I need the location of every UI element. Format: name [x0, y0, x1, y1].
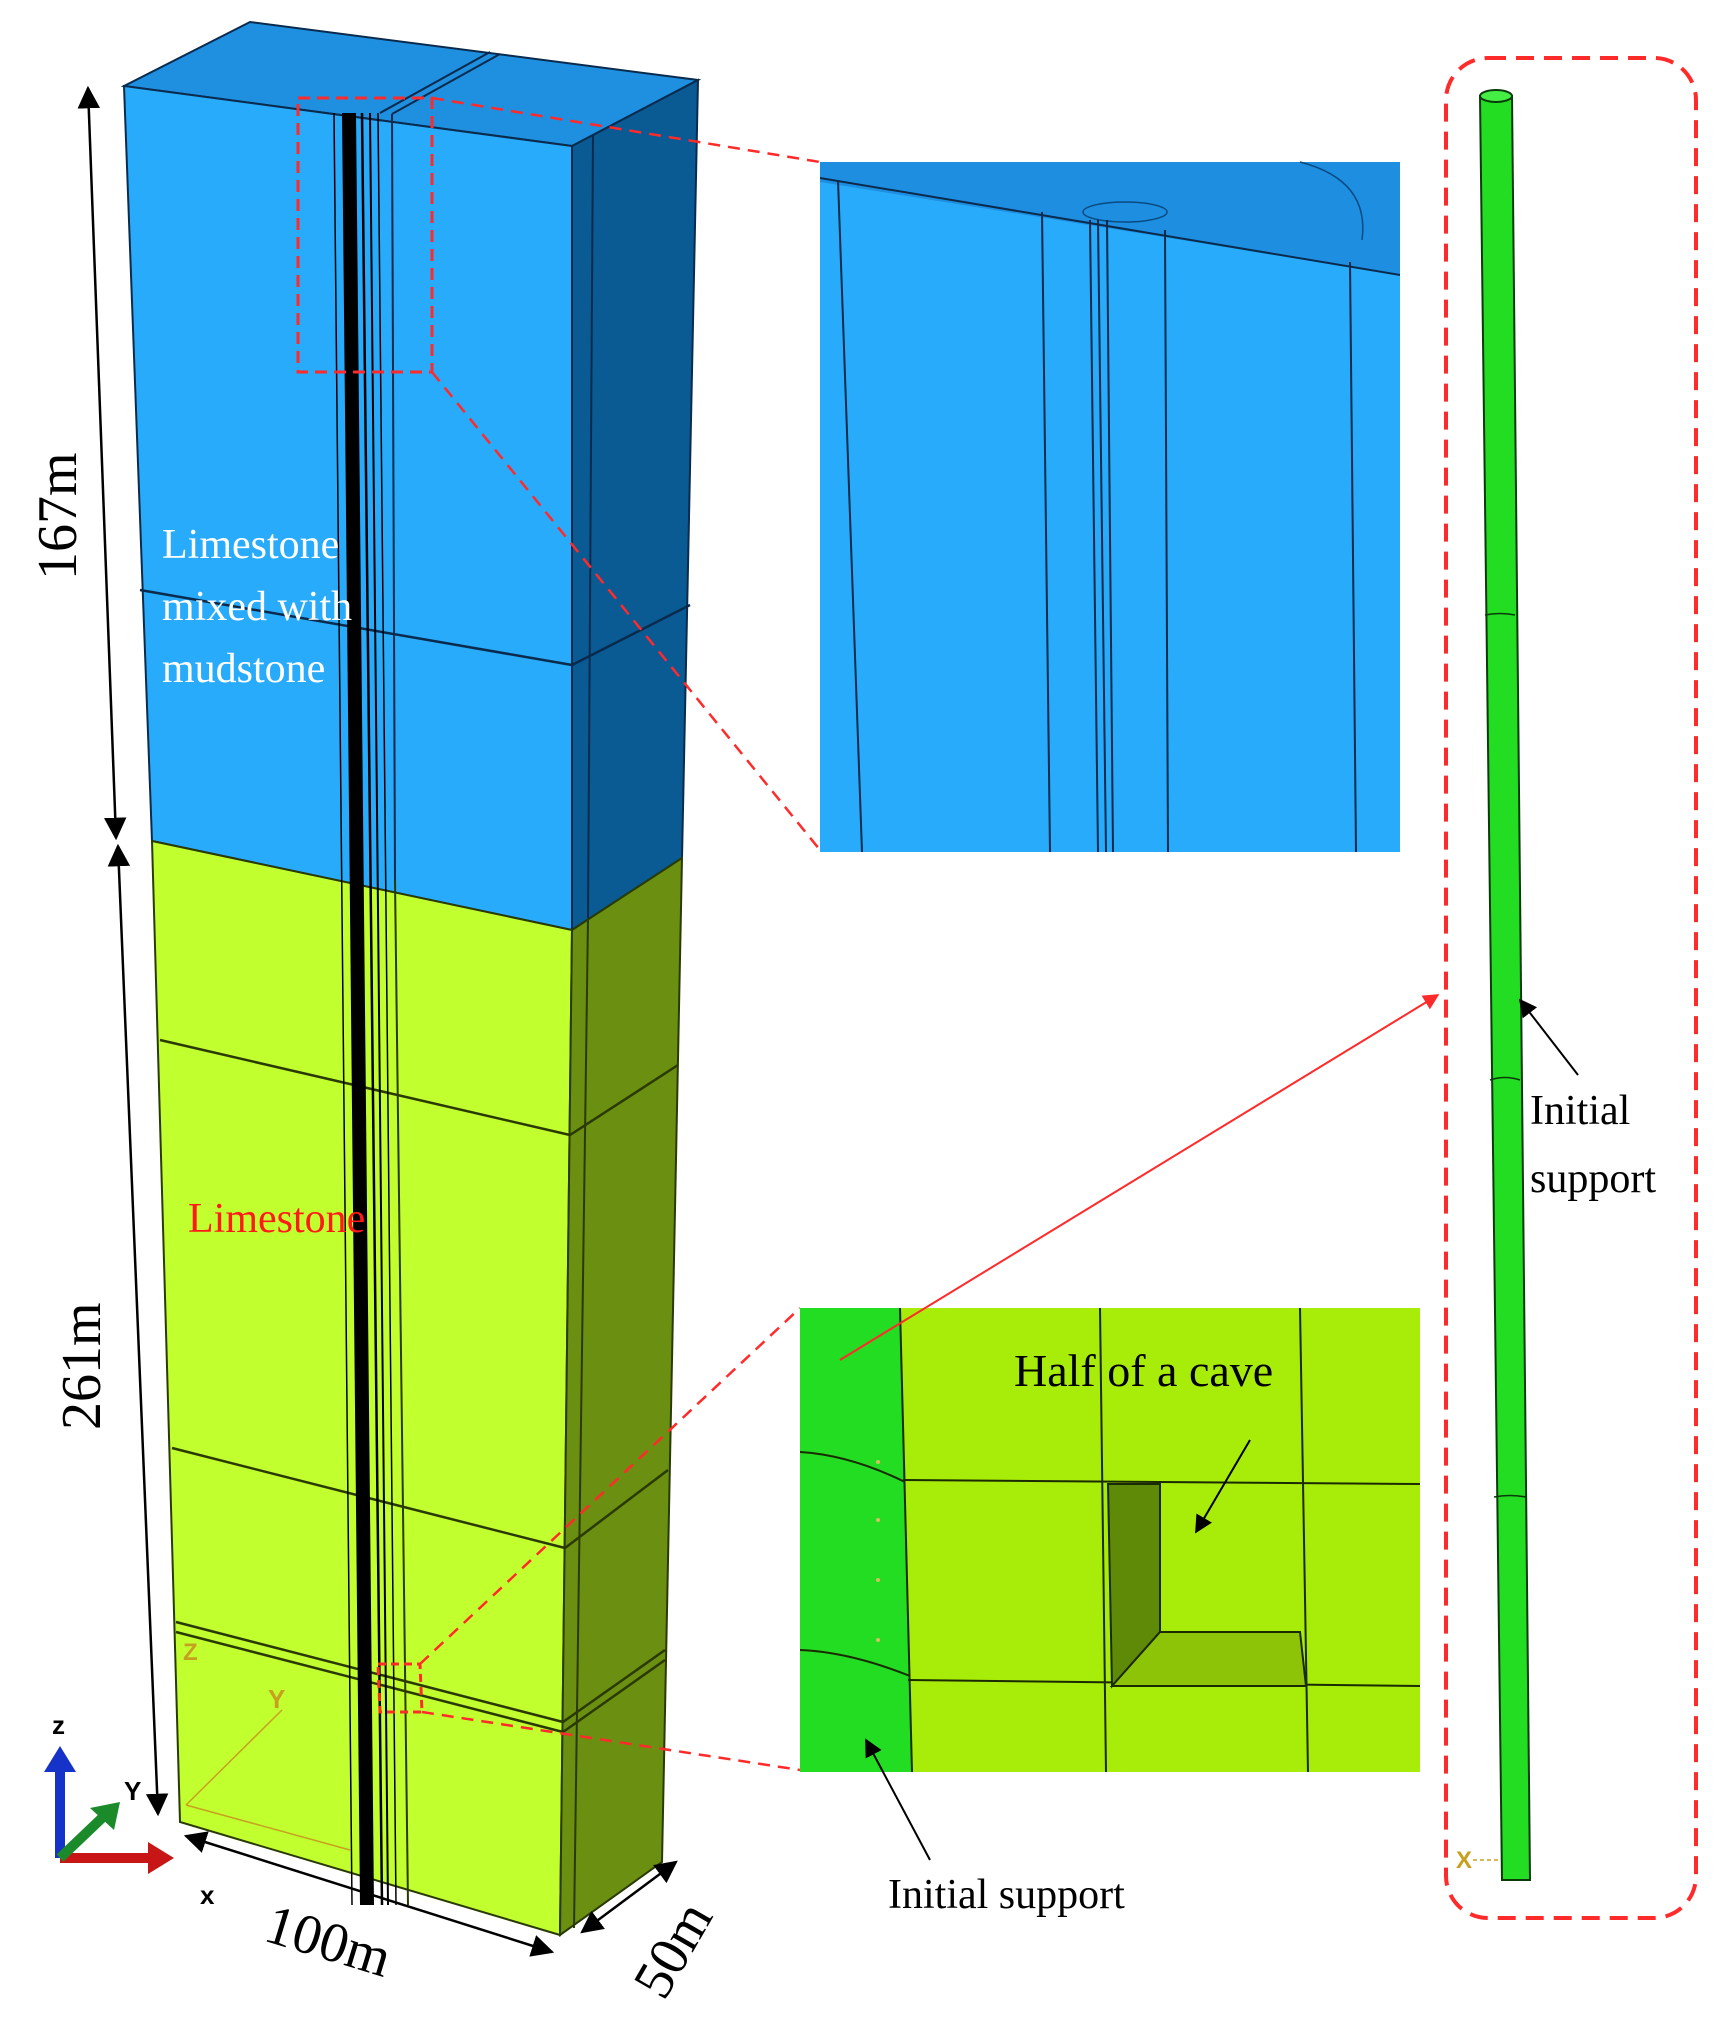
block-model: Z Y — [120, 20, 702, 1937]
triad-y-label: Y — [124, 1776, 141, 1806]
shaft — [333, 112, 397, 1906]
cave-callout-arrow — [1195, 1439, 1251, 1534]
upper-layer-label: Limestone mixed with mudstone — [162, 522, 363, 692]
support-pointer-line — [839, 994, 1440, 1361]
support-highlight-box — [1444, 56, 1698, 1920]
triad-x-label: x — [200, 1880, 215, 1910]
dimension-arrows — [77, 85, 678, 1957]
dim-label-50m: 50m — [622, 1891, 725, 2008]
zoom-connectors — [419, 96, 821, 1772]
lower-layer-side — [558, 856, 684, 1937]
dim-arrow-100m — [183, 1831, 555, 1957]
top-zoom-panel — [819, 161, 1401, 853]
dim-label-100m: 100m — [258, 1893, 398, 1990]
support-right-callout-arrow — [1518, 998, 1579, 1076]
coordinate-triad: z Y x — [44, 1710, 215, 1910]
dim-label-167m: 167m — [27, 452, 89, 580]
dim-arrow-167m — [77, 85, 127, 841]
lower-layer-label: Limestone — [188, 1196, 365, 1242]
top-highlight-box — [296, 96, 434, 374]
support-bottom-label: Initial support — [888, 1872, 1125, 1918]
dim-arrow-50m — [580, 1860, 678, 1934]
dim-label-261m: 261m — [51, 1302, 113, 1430]
dim-arrow-261m — [107, 843, 169, 1817]
cave-highlight-box — [376, 1662, 424, 1714]
cave-zoom-panel — [799, 1307, 1421, 1773]
triad-z-label: z — [52, 1710, 65, 1740]
support-right-label: Initial support — [1530, 1088, 1656, 1202]
cave-label: Half of a cave — [1014, 1345, 1273, 1396]
model-axis-z: Z — [183, 1639, 198, 1666]
support-axis-x: X — [1456, 1847, 1472, 1874]
initial-support-tube: X — [1456, 89, 1532, 1881]
support-bottom-callout-arrow — [865, 1738, 931, 1861]
model-axis-y: Y — [268, 1684, 285, 1714]
